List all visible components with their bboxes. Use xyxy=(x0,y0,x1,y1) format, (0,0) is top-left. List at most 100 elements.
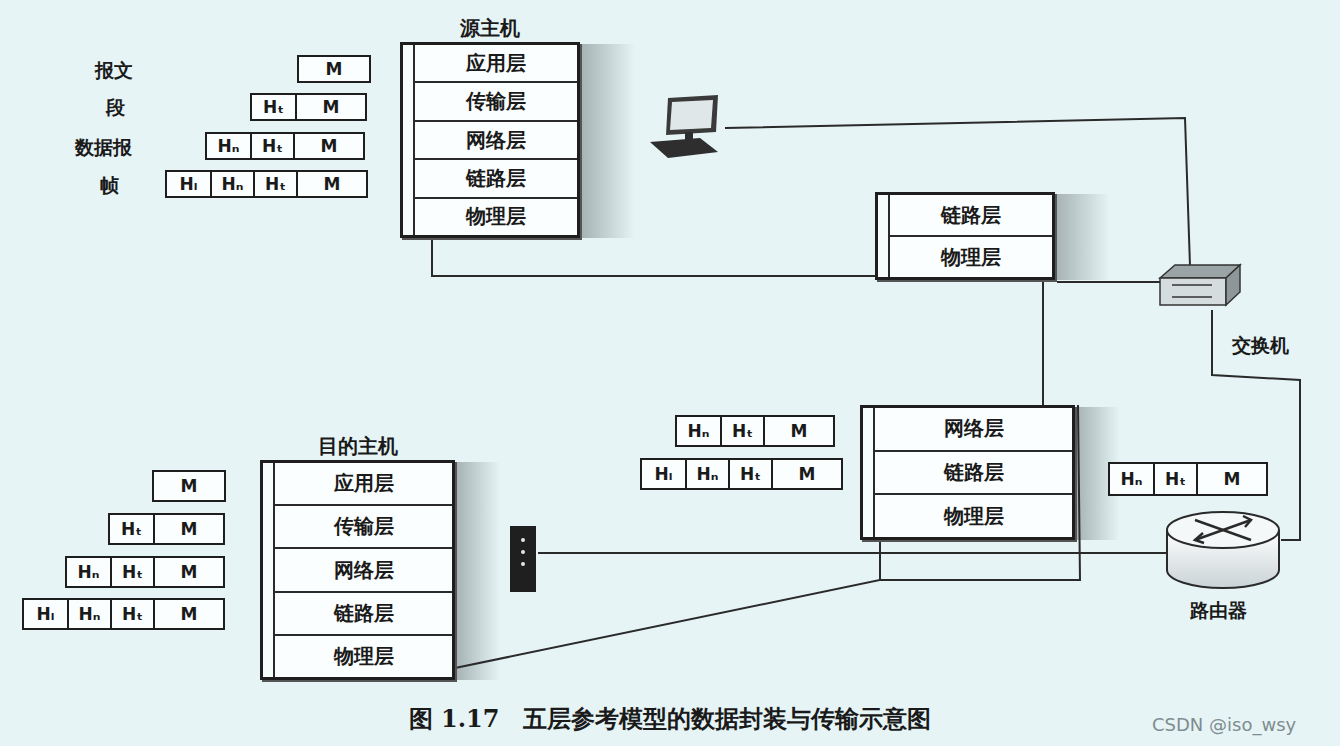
header-field: Hₜ xyxy=(1153,464,1196,494)
router-icon xyxy=(1167,512,1279,588)
header-field: Hₙ xyxy=(67,600,110,628)
host-heading: 源主机 xyxy=(403,15,577,42)
header-field: Hₜ xyxy=(250,134,293,158)
header-field: M xyxy=(295,95,365,119)
header-field: M xyxy=(299,57,369,81)
layer-box: 链路层 xyxy=(413,158,577,196)
layer-box: 网络层 xyxy=(273,547,452,590)
header-field: Hₗ xyxy=(24,600,67,628)
protocol-stack: 源主机应用层传输层网络层链路层物理层 xyxy=(400,42,580,238)
pdu-name: 段 xyxy=(106,95,125,121)
network-cable xyxy=(1057,281,1160,283)
layer-name: 应用层 xyxy=(328,470,400,497)
header-field: Hₜ xyxy=(720,417,763,445)
packet-box: HₙHₜM xyxy=(1108,462,1268,496)
header-field: Hₜ xyxy=(253,172,296,196)
layer-box: 物理层 xyxy=(888,235,1052,277)
protocol-stack: 目的主机应用层传输层网络层链路层物理层 xyxy=(260,460,455,680)
header-field: Hₙ xyxy=(677,417,720,445)
layer-name: 链路层 xyxy=(328,600,400,627)
layer-name: 链路层 xyxy=(460,165,532,192)
header-field: Hₜ xyxy=(110,600,153,628)
device-label: 路由器 xyxy=(1190,598,1247,624)
layer-box: 网络层 xyxy=(413,120,577,158)
packet-box: M xyxy=(297,55,371,83)
header-field: Hₙ xyxy=(210,172,253,196)
header-field: Hₙ xyxy=(67,558,110,586)
layer-name: 网络层 xyxy=(460,127,532,154)
device-label: 交换机 xyxy=(1232,333,1289,359)
header-field: M xyxy=(153,515,223,543)
header-field: M xyxy=(154,472,224,500)
server-icon xyxy=(510,526,536,592)
watermark: CSDN @iso_wsy xyxy=(1152,714,1296,735)
layer-box: 物理层 xyxy=(413,197,577,235)
layer-name: 应用层 xyxy=(460,50,532,77)
layer-box: 链路层 xyxy=(873,450,1072,494)
layer-box: 物理层 xyxy=(873,493,1072,537)
layer-name: 物理层 xyxy=(938,503,1010,530)
stack-shadow xyxy=(1055,194,1110,280)
header-field: M xyxy=(153,600,223,628)
pdu-name: 帧 xyxy=(100,173,119,199)
switch-icon xyxy=(1160,265,1240,305)
packet-box: HₗHₙHₜM xyxy=(22,598,225,630)
layer-box: 链路层 xyxy=(888,195,1052,235)
layer-box: 应用层 xyxy=(413,45,577,81)
layer-box: 网络层 xyxy=(873,408,1072,450)
header-field: Hₜ xyxy=(110,515,153,543)
header-field: M xyxy=(763,417,833,445)
layer-name: 物理层 xyxy=(460,203,532,230)
network-cable xyxy=(538,552,1166,554)
physical-link xyxy=(1042,280,1044,405)
figure-caption: 图 1.17 五层参考模型的数据封装与传输示意图 xyxy=(0,703,1340,735)
network-cable xyxy=(1212,310,1300,540)
layer-name: 物理层 xyxy=(935,244,1007,271)
layer-name: 链路层 xyxy=(938,459,1010,486)
layer-box: 传输层 xyxy=(273,504,452,547)
header-field: M xyxy=(296,172,366,196)
header-field: M xyxy=(293,134,363,158)
layer-name: 网络层 xyxy=(938,415,1010,442)
computer-icon xyxy=(650,95,718,158)
packet-box: HₙHₜM xyxy=(205,132,365,160)
packet-box: HₙHₜM xyxy=(675,415,835,447)
header-field: Hₙ xyxy=(207,134,250,158)
layer-name: 链路层 xyxy=(935,202,1007,229)
layer-name: 网络层 xyxy=(328,557,400,584)
pdu-name: 数据报 xyxy=(75,135,132,161)
layer-name: 物理层 xyxy=(328,643,400,670)
layer-box: 物理层 xyxy=(273,634,452,677)
host-heading: 目的主机 xyxy=(263,433,452,460)
layer-box: 应用层 xyxy=(273,463,452,504)
packet-box: HₗHₙHₜM xyxy=(640,458,843,490)
stack-shadow xyxy=(580,44,635,238)
header-field: Hₜ xyxy=(252,95,295,119)
packet-box: HₜM xyxy=(108,513,225,545)
header-field: Hₗ xyxy=(642,460,685,488)
layer-box: 传输层 xyxy=(413,81,577,119)
header-field: M xyxy=(771,460,841,488)
header-field: Hₜ xyxy=(110,558,153,586)
packet-box: HₙHₜM xyxy=(65,556,225,588)
protocol-stack: 链路层物理层 xyxy=(875,192,1055,280)
header-field: M xyxy=(153,558,223,586)
pdu-name: 报文 xyxy=(95,58,133,84)
header-field: M xyxy=(1196,464,1266,494)
packet-box: HₜM xyxy=(250,93,367,121)
stack-shadow xyxy=(455,462,500,680)
layer-box: 链路层 xyxy=(273,591,452,634)
layer-name: 传输层 xyxy=(328,513,400,540)
protocol-stack: 网络层链路层物理层 xyxy=(860,405,1075,540)
physical-link xyxy=(432,238,875,276)
header-field: Hₜ xyxy=(728,460,771,488)
header-field: Hₙ xyxy=(685,460,728,488)
packet-box: HₗHₙHₜM xyxy=(165,170,368,198)
header-field: Hₗ xyxy=(167,172,210,196)
header-field: Hₙ xyxy=(1110,464,1153,494)
physical-link xyxy=(455,540,880,668)
layer-name: 传输层 xyxy=(460,88,532,115)
packet-box: M xyxy=(152,470,226,502)
